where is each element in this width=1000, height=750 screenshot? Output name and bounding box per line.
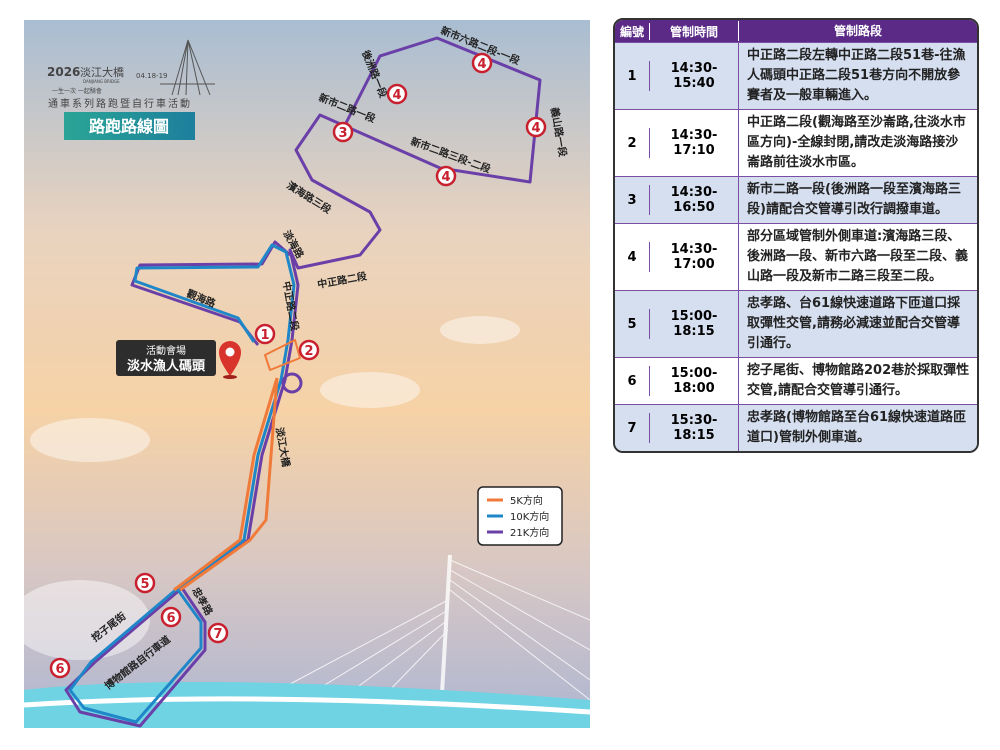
venue-label-box	[116, 340, 216, 376]
cell-time: 15:00-18:00	[649, 366, 738, 396]
marker-number: 5	[140, 577, 149, 592]
route-map: 2026 淡江大橋 DANJIANG BRIDGE 04.18-19 一生一次 …	[24, 20, 590, 728]
control-marker: 6	[49, 657, 71, 679]
venue-name: 淡水漁人碼頭	[127, 358, 206, 374]
cell-time: 14:30-16:50	[649, 185, 738, 215]
marker-number: 6	[55, 662, 64, 677]
cell-no: 5	[627, 316, 637, 332]
marker-number: 4	[531, 121, 540, 136]
control-marker: 3	[332, 121, 354, 143]
cell-no: 3	[627, 192, 637, 208]
cell-no: 2	[627, 135, 637, 151]
cell-time: 14:30-17:10	[649, 128, 738, 158]
route-5k	[173, 377, 279, 592]
slogan: 一生一次 一起騎會	[52, 87, 102, 95]
table-header: 編號 管制時間 管制路段	[615, 20, 977, 42]
marker-number: 1	[260, 328, 269, 343]
cell-section: 中正路二段(觀海路至沙崙路,往淡水市區方向)-全線封閉,請改走淡海路接沙崙路前往…	[738, 110, 977, 176]
legend-label: 21K方向	[510, 526, 549, 539]
control-marker: 7	[207, 622, 229, 644]
cell-time: 15:00-18:15	[649, 309, 738, 339]
cell-section: 挖子尾街、博物館路202巷於採取彈性交管,請配合交管導引通行。	[738, 358, 977, 404]
bridge-deck	[24, 696, 590, 715]
cell-no: 1	[627, 68, 637, 84]
control-marker: 4	[435, 165, 457, 187]
header-no: 編號	[619, 24, 644, 39]
cell-section: 忠孝路、台61線快速道路下匝道口採取彈性交管,請務必減速並配合交管導引通行。	[738, 291, 977, 357]
marker-number: 7	[213, 627, 222, 642]
control-marker: 1	[254, 323, 276, 345]
cell-no: 7	[627, 420, 637, 436]
clouds	[24, 316, 520, 660]
cell-section: 新市二路一段(後洲路一段至濱海路三段)請配合交管導引改行調撥車道。	[738, 177, 977, 223]
control-marker: 4	[386, 83, 408, 105]
map-title-banner	[64, 112, 195, 140]
control-marker: 5	[134, 572, 156, 594]
event-dates: 04.18-19	[136, 72, 167, 80]
marker-number: 4	[392, 88, 401, 103]
header-time: 管制時間	[649, 22, 738, 40]
event-name-logo: 淡江大橋	[80, 65, 124, 79]
marker-number: 3	[338, 126, 347, 141]
control-marker: 4	[525, 116, 547, 138]
marker-number: 4	[441, 170, 450, 185]
cell-time: 15:30-18:15	[649, 413, 738, 443]
route-loop	[281, 372, 303, 394]
marker-number: 4	[477, 57, 486, 72]
venue-caption: 活動會場	[146, 344, 186, 357]
legend: 5K方向 10K方向 21K方向	[477, 486, 563, 546]
cell-section: 中正路二段左轉中正路二段51巷-往漁人碼頭中正路二段51巷方向不開放參賽者及一般…	[738, 43, 977, 109]
header-section: 管制路段	[738, 21, 977, 41]
marker-number: 2	[304, 344, 313, 359]
legend-label: 10K方向	[510, 510, 549, 523]
route-5k-loop	[264, 339, 301, 371]
event-subtitle: 通車系列路跑暨自行車活動	[48, 97, 192, 110]
control-marker: 2	[298, 339, 320, 361]
cell-no: 6	[627, 373, 637, 389]
control-marker: 6	[160, 606, 182, 628]
map-title: 路跑路線圖	[89, 117, 169, 136]
event-year: 2026	[47, 65, 80, 79]
river-water	[24, 682, 590, 728]
marker-number: 6	[166, 611, 175, 626]
control-marker: 4	[471, 52, 493, 74]
cell-section: 部分區域管制外側車道:濱海路三段、後洲路一段、新市六路一段至二段、義山路一段及新…	[738, 224, 977, 290]
cell-time: 14:30-15:40	[649, 61, 738, 91]
cell-no: 4	[627, 249, 637, 265]
cell-time: 14:30-17:00	[649, 242, 738, 272]
cell-section: 忠孝路(博物館路至台61線快速道路匝道口)管制外側車道。	[738, 405, 977, 451]
bridge-en: DANJIANG BRIDGE	[83, 79, 120, 84]
legend-label: 5K方向	[510, 494, 543, 507]
route-10k	[68, 243, 296, 724]
location-pin-icon[interactable]	[219, 341, 241, 379]
event-logo: 2026 淡江大橋 DANJIANG BRIDGE 04.18-19 一生一次 …	[47, 39, 215, 110]
control-markers: 1 2 3 4 4 4 4 5 6 6 7	[49, 52, 547, 679]
routes	[64, 36, 542, 728]
